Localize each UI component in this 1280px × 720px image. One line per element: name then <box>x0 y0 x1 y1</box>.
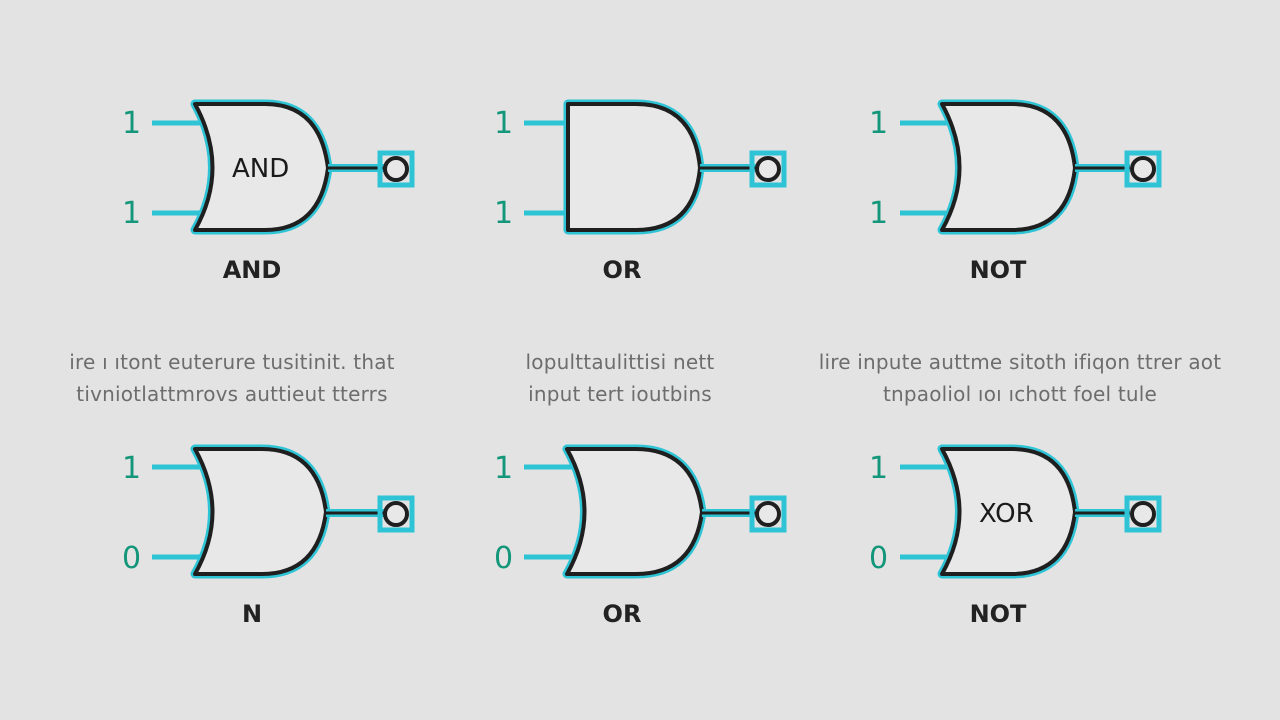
gate-bottom-3: 1 0 XOR NOT <box>869 444 1162 628</box>
output-terminal-glow <box>1124 150 1162 188</box>
description-line: lire inpute auttme sitoth ifiqon ttrer a… <box>818 350 1222 374</box>
output-terminal-glow <box>377 495 415 533</box>
output-terminal-glow <box>749 150 787 188</box>
output-terminal <box>383 501 409 527</box>
output-terminal-glow <box>1124 495 1162 533</box>
output-terminal-glow <box>749 495 787 533</box>
gate-caption: OR <box>603 256 642 284</box>
gate-caption: N <box>242 600 262 628</box>
description-right: lire inpute auttme sitoth ifiqon ttrer a… <box>810 346 1230 410</box>
gate-inner-label: AND <box>232 154 289 184</box>
input-label-b: 1 <box>122 196 141 231</box>
input-label-a: 1 <box>869 106 888 141</box>
gate-top-2: 1 1 OR <box>494 99 787 284</box>
description-left: ire ı ıtont euterure tusitinit. that tiv… <box>22 346 442 410</box>
gate-caption: NOT <box>970 600 1027 628</box>
gate-caption: AND <box>223 256 282 284</box>
input-label-a: 1 <box>122 106 141 141</box>
gate-top-1: 1 1 AND AND <box>122 99 415 284</box>
input-label-a: 1 <box>494 106 513 141</box>
gate-caption: NOT <box>970 256 1027 284</box>
gate-body <box>940 102 1077 232</box>
gate-bottom-2: 1 0 OR <box>494 444 787 628</box>
input-label-b: 1 <box>869 196 888 231</box>
gate-inner-label: XOR <box>979 499 1034 529</box>
input-label-a: 1 <box>122 451 141 486</box>
description-line: input tert ioutbins <box>528 382 712 406</box>
description-line: lopulttaulittisi nett <box>525 350 715 374</box>
output-terminal <box>1130 501 1156 527</box>
gate-body <box>193 447 328 576</box>
gate-body <box>565 447 704 576</box>
input-label-b: 1 <box>494 196 513 231</box>
gate-body <box>193 102 330 232</box>
input-label-b: 0 <box>869 541 888 576</box>
output-terminal <box>755 501 781 527</box>
gate-body <box>940 447 1077 576</box>
output-terminal-glow <box>377 150 415 188</box>
description-line: tivniotlattmrovs auttieut tterrs <box>76 382 388 406</box>
gate-top-3: 1 1 NOT <box>869 99 1162 284</box>
output-terminal <box>755 156 781 182</box>
description-center: lopulttaulittisi nett input tert ioutbin… <box>410 346 830 410</box>
gate-body <box>566 102 702 232</box>
input-label-a: 1 <box>494 451 513 486</box>
gate-bottom-1: 1 0 N <box>122 444 415 628</box>
gate-caption: OR <box>603 600 642 628</box>
input-label-b: 0 <box>122 541 141 576</box>
description-line: ire ı ıtont euterure tusitinit. that <box>69 350 395 374</box>
input-label-b: 0 <box>494 541 513 576</box>
description-line: tnpaoliol ıoı ıchott foel tule <box>882 382 1158 406</box>
output-terminal <box>1130 156 1156 182</box>
output-terminal <box>383 156 409 182</box>
input-label-a: 1 <box>869 451 888 486</box>
